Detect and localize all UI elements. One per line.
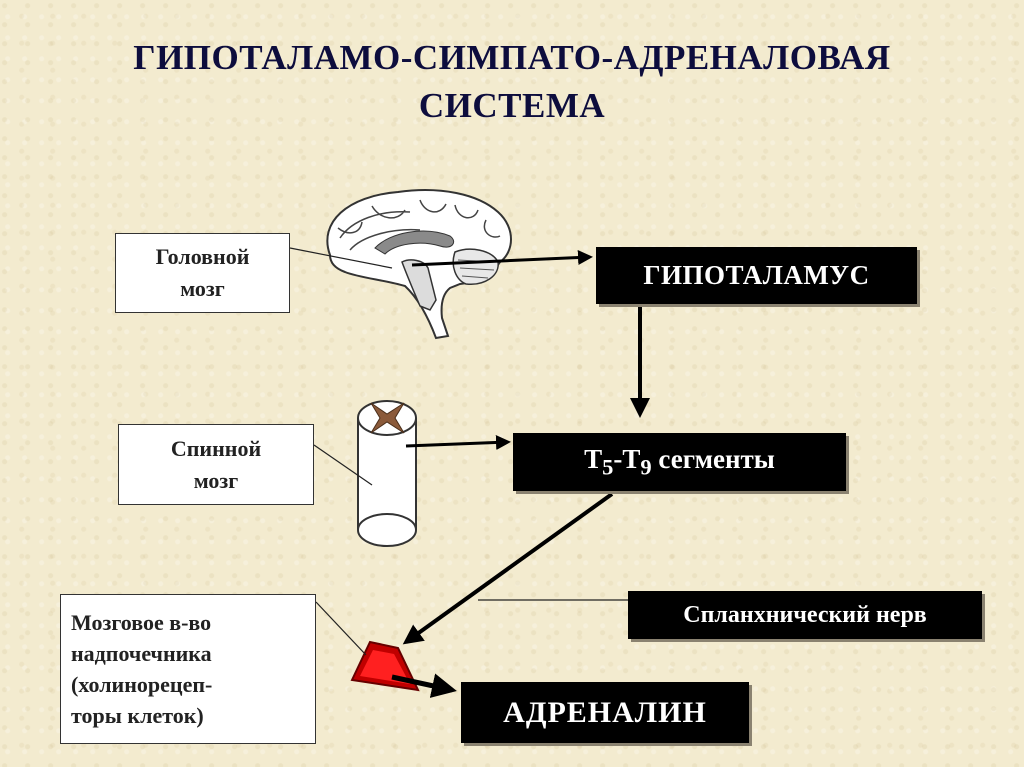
spine-label-line-2: мозг: [193, 467, 239, 493]
brain-label-line-2: мозг: [180, 276, 225, 301]
spine-leader-line: [313, 444, 373, 486]
segments-label: Т5-Т9 сегменты: [584, 444, 775, 480]
brain-leader-line: [289, 247, 393, 269]
page-title: ГИПОТАЛАМО-СИМПАТО-АДРЕНАЛОВАЯ СИСТЕМА: [0, 34, 1024, 130]
brain-label-line-1: Головной: [155, 244, 250, 269]
hypothalamus-label: ГИПОТАЛАМУС: [643, 260, 870, 290]
adrenal-label-line-4: торы клеток): [71, 703, 204, 728]
title-line-1: ГИПОТАЛАМО-СИМПАТО-АДРЕНАЛОВАЯ: [133, 38, 891, 77]
adrenal-label-line-1: Мозговое в-во: [71, 610, 212, 635]
segments-sub-9: 9: [640, 454, 652, 480]
splanchnic-nerve-box: Спланхнический нерв: [628, 591, 982, 639]
segments-rest: сегменты: [651, 443, 775, 474]
adrenal-label-line-3: (холинорецеп-: [71, 672, 213, 697]
segments-to-adrenal-arrow: [402, 492, 614, 645]
spinal-cord-illustration: [357, 400, 417, 547]
brain-to-hypothalamus-arrow: [411, 250, 593, 267]
adrenal-leader-line: [315, 601, 367, 656]
spine-label-line-1: Спинной: [170, 435, 262, 461]
segments-t: Т: [584, 443, 603, 474]
adrenal-label-line-2: надпочечника: [71, 641, 212, 666]
adrenaline-label: АДРЕНАЛИН: [503, 695, 707, 729]
brain-label-box: Головной мозг: [115, 233, 290, 313]
spine-label-box: Спинной мозг: [118, 424, 314, 505]
adrenaline-box: АДРЕНАЛИН: [461, 682, 749, 743]
segments-sub-5: 5: [602, 454, 614, 480]
splanchnic-nerve-label: Спланхнический нерв: [683, 601, 927, 628]
hypothalamus-box: ГИПОТАЛАМУС: [596, 247, 917, 304]
segments-box: Т5-Т9 сегменты: [513, 433, 846, 491]
segments-dash-t: -Т: [613, 443, 641, 474]
title-line-2: СИСТЕМА: [418, 86, 606, 125]
spine-to-segments-arrow: [405, 434, 511, 450]
adrenal-to-adrenaline-arrow: [391, 673, 457, 698]
adrenal-label-box: Мозговое в-во надпочечника (холинорецеп-…: [60, 594, 316, 744]
